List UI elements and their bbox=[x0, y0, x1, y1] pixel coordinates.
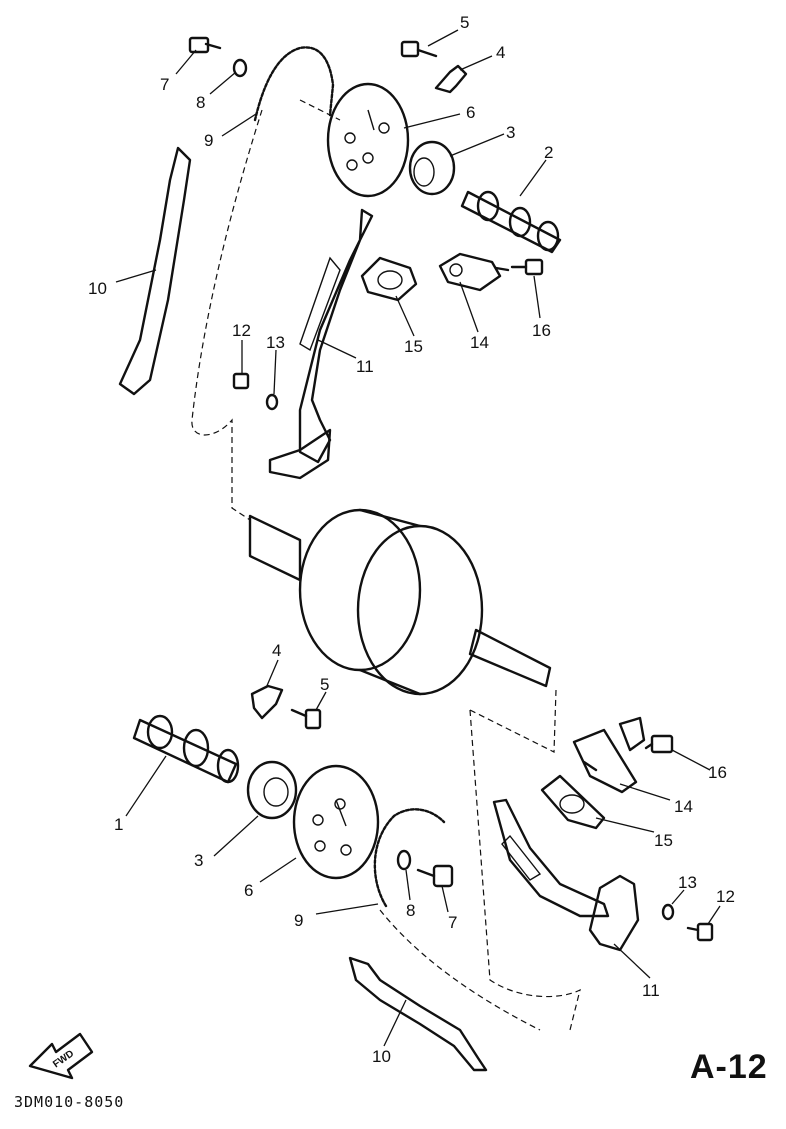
upper-camshaft-2 bbox=[460, 190, 562, 254]
callout-l13: 7 bbox=[448, 913, 457, 932]
leader-lines bbox=[115, 29, 721, 1047]
callout-l11: 9 bbox=[294, 911, 303, 930]
upper-bolt-12 bbox=[232, 372, 250, 390]
callout-l5: 14 bbox=[674, 797, 693, 816]
callout-u2: 4 bbox=[496, 43, 505, 62]
upper-timing-chain bbox=[253, 46, 335, 122]
upper-tensioner-14 bbox=[438, 252, 510, 292]
lower-tensioner-14 bbox=[572, 716, 646, 794]
callout-u11: 14 bbox=[470, 333, 489, 352]
upper-bearing-3 bbox=[408, 140, 456, 196]
callout-u15: 11 bbox=[356, 357, 374, 376]
callout-l12: 8 bbox=[406, 901, 415, 920]
callout-l7: 15 bbox=[654, 831, 673, 850]
callout-u10: 15 bbox=[404, 337, 423, 356]
upper-sprocket-6 bbox=[326, 82, 410, 198]
upper-bolt-7 bbox=[188, 36, 222, 54]
lower-gasket-15 bbox=[540, 774, 606, 830]
upper-gasket-15 bbox=[360, 256, 418, 302]
upper-washer-8 bbox=[232, 58, 248, 78]
lower-chain-guide-10 bbox=[348, 956, 488, 1072]
callout-l15: 10 bbox=[372, 1047, 391, 1066]
lower-camshaft-1 bbox=[132, 714, 240, 784]
fwd-arrow-icon: FWD bbox=[28, 1032, 94, 1080]
lower-washer-8 bbox=[396, 849, 412, 871]
upper-bolt-5 bbox=[400, 40, 438, 58]
upper-chain-guide-10 bbox=[118, 146, 192, 396]
callout-l14: 11 bbox=[642, 981, 660, 1000]
lower-bolt-16 bbox=[644, 734, 674, 754]
callout-l2: 5 bbox=[320, 675, 329, 694]
callout-l10: 12 bbox=[716, 887, 735, 906]
callout-l8: 6 bbox=[244, 881, 253, 900]
callout-u9: 10 bbox=[88, 279, 107, 298]
callout-u7: 3 bbox=[506, 123, 515, 142]
callout-l3: 16 bbox=[708, 763, 727, 782]
callout-l9: 13 bbox=[678, 873, 697, 892]
callout-u14: 13 bbox=[266, 333, 285, 352]
upper-chain-loop-2 bbox=[299, 99, 341, 121]
callout-l1: 4 bbox=[272, 641, 281, 660]
lower-plate-4 bbox=[250, 684, 284, 720]
lower-tensioner-guide-11 bbox=[492, 798, 640, 952]
lower-washer-13 bbox=[661, 903, 675, 921]
callouts-lower: 4 5 16 1 14 3 15 6 13 12 9 8 7 11 10 bbox=[114, 641, 735, 1066]
upper-guide-foot bbox=[268, 428, 332, 480]
lower-chain-loop-2 bbox=[469, 709, 581, 1031]
crankshaft bbox=[248, 508, 552, 696]
callout-u8: 2 bbox=[544, 143, 553, 162]
lower-bolt-12 bbox=[686, 922, 714, 942]
lower-bearing-3 bbox=[246, 760, 298, 820]
callout-l6: 3 bbox=[194, 851, 203, 870]
lower-bolt-7 bbox=[416, 864, 454, 888]
lower-timing-chain bbox=[373, 808, 446, 908]
upper-chain-loop bbox=[191, 109, 263, 521]
callout-u12: 16 bbox=[532, 321, 551, 340]
callouts-upper: 5 4 7 8 9 6 3 2 10 15 14 16 12 13 11 bbox=[88, 13, 553, 376]
upper-tensioner-guide-11 bbox=[298, 208, 374, 464]
callout-u6: 6 bbox=[466, 103, 475, 122]
lower-sprocket-6 bbox=[292, 764, 380, 880]
callout-l4: 1 bbox=[114, 815, 123, 834]
upper-plate-4 bbox=[434, 64, 468, 94]
callout-u3: 7 bbox=[160, 75, 169, 94]
callout-u1: 5 bbox=[460, 13, 469, 32]
lower-chain-loop bbox=[469, 689, 557, 753]
upper-guide-strip bbox=[299, 256, 341, 352]
diagram-code: A-12 bbox=[690, 1048, 768, 1086]
lower-chain-loop-3 bbox=[379, 909, 541, 1031]
callout-u4: 8 bbox=[196, 93, 205, 112]
callout-u5: 9 bbox=[204, 131, 213, 150]
callout-u13: 12 bbox=[232, 321, 251, 340]
drawing-number: 3DM010-8050 bbox=[14, 1093, 125, 1111]
upper-bolt-16 bbox=[510, 258, 544, 276]
lower-bolt-5 bbox=[290, 708, 322, 730]
upper-washer-13 bbox=[265, 393, 279, 411]
